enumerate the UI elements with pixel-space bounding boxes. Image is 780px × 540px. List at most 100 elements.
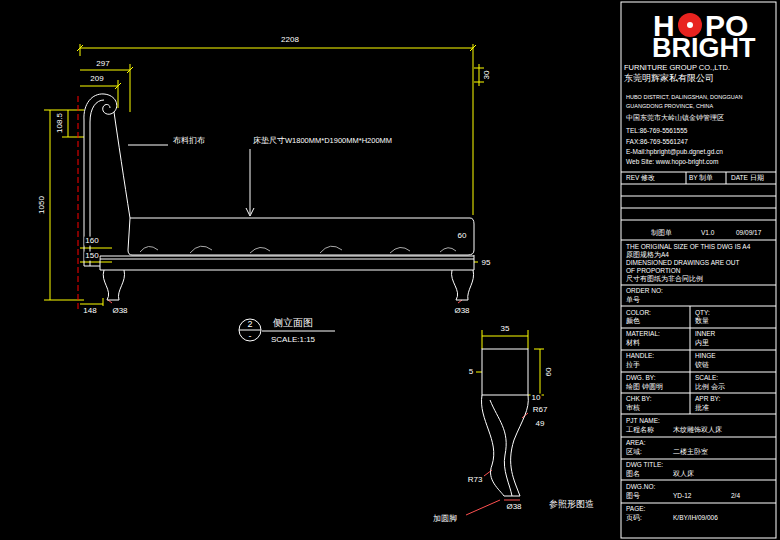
view-callout: 2- xyxy=(238,318,262,342)
title-block-text: V1.0 xyxy=(700,229,715,236)
dimension-text: 108.5 xyxy=(56,112,65,134)
title-block-border xyxy=(621,2,776,538)
title-block-text: 二楼主卧室 xyxy=(672,448,709,455)
title-block-text: GUANGDONG PROVINCE, CHINA xyxy=(625,103,714,109)
dimension-text: 10 xyxy=(531,394,542,403)
title-block-text: AREA: xyxy=(625,439,647,446)
title-block-text: 单号 xyxy=(625,296,641,303)
title-block-text: 材料 xyxy=(625,339,641,346)
title-block-text: REV 修改 xyxy=(625,174,656,181)
title-block-text: 木纹雕饰双人床 xyxy=(672,426,723,433)
title-block-text: DATE 日期 xyxy=(730,174,765,181)
title-block-text: 双人床 xyxy=(672,470,695,477)
callout-circle-outline xyxy=(239,319,261,341)
title-block-grid xyxy=(621,172,776,503)
dimension-text: 148 xyxy=(82,307,97,316)
title-block-text: OF PROPORTION xyxy=(625,267,681,274)
title-block-text: INNER xyxy=(694,330,716,337)
title-block-text: 原图规格为A4 xyxy=(625,251,670,258)
title-block-text: YD-12 xyxy=(672,492,692,499)
dimension-text: 5 xyxy=(468,368,474,377)
dimension-text: Ø38 xyxy=(453,307,470,316)
leg-detail xyxy=(482,395,529,496)
dimension-text: 60 xyxy=(457,232,468,241)
title-block-text: DIMENSIONED DRAWINGS ARE OUT xyxy=(625,259,741,266)
view-number: - xyxy=(238,330,262,342)
title-block-text: MATERIAL: xyxy=(625,330,661,337)
mattress-note: 床垫尺寸W1800MM*D1900MM*H200MM xyxy=(252,137,393,145)
dimension-text: Ø38 xyxy=(111,307,128,316)
dimension-text: 95 xyxy=(481,259,492,268)
title-block-text: 数量 xyxy=(694,317,710,324)
title-block-text: 图名 xyxy=(625,470,641,477)
leader-line xyxy=(128,145,335,331)
dimension-lines xyxy=(44,44,544,395)
dimension-line xyxy=(44,44,484,306)
title-block-text: HINGE xyxy=(694,352,717,359)
title-block-text: 内里 xyxy=(694,339,710,346)
title-block-text: QTY: xyxy=(694,309,711,316)
title-block-frame xyxy=(621,2,776,538)
title-block-text: CHK BY: xyxy=(625,395,653,402)
title-block-text: 中国东莞市大岭山镇金钟管理区 xyxy=(625,114,725,121)
dimension-text: 160 xyxy=(84,237,99,246)
bed-leg xyxy=(103,270,473,300)
dimension-text: Ø38 xyxy=(505,503,522,512)
title-block-text: BY 制单 xyxy=(688,174,714,181)
title-block-text: 区域: xyxy=(625,448,643,455)
dimension-text: 60 xyxy=(545,367,554,378)
title-block-text: TEL:86-769-5561555 xyxy=(625,127,688,134)
note-text: 参照形图造 xyxy=(548,500,595,510)
dimension-text: 1050 xyxy=(38,195,47,215)
company-name: FURNITURE GROUP CO.,LTD. xyxy=(623,64,731,72)
logo-dot-center xyxy=(687,22,693,28)
title-block-text: K/BY/IH/09/006 xyxy=(672,514,719,521)
dimension-text: 49 xyxy=(535,420,546,429)
title-block-text: 颜色 xyxy=(625,317,641,324)
title-block-text: HANDLE: xyxy=(625,352,655,359)
dimension-text: R67 xyxy=(532,406,549,415)
view-title: 侧立面图 xyxy=(272,317,314,328)
dimension-text: R73 xyxy=(467,476,484,485)
title-block-text: 09/09/17 xyxy=(735,229,762,236)
center-line xyxy=(78,96,79,310)
title-block-text: 铰链 xyxy=(694,361,710,368)
callout-divider xyxy=(239,330,261,331)
title-block-text: DWG.NO: xyxy=(625,483,656,490)
dimension-text: 209 xyxy=(89,75,104,84)
title-block-text: 绘图 钟圆明 xyxy=(625,383,664,390)
base-rail xyxy=(100,255,474,270)
title-block-text: 比例 会示 xyxy=(694,383,726,390)
title-block-text: APR BY: xyxy=(694,395,721,402)
title-block-text: FAX:86-769-5561247 xyxy=(625,138,689,145)
title-block-text: DWG TITLE: xyxy=(625,461,664,468)
material-note: 布料扪布 xyxy=(172,137,206,146)
title-block-text: SCALE: xyxy=(694,374,719,381)
title-block-text: 审核 xyxy=(625,404,641,411)
title-block-text: 2/4 xyxy=(730,492,741,499)
title-block-text: 尺寸有图纸为非合同比例 xyxy=(625,275,704,282)
leg-top-block xyxy=(482,349,528,395)
bed-outline xyxy=(84,94,528,496)
mattress xyxy=(128,218,474,255)
title-block-text: PAGE: xyxy=(625,505,646,512)
scale-text: SCALE:1:15 xyxy=(270,336,316,345)
title-block-text: Web Site: www.hopo-bright.com xyxy=(625,158,719,165)
logo-text: BRIGHT xyxy=(651,34,757,64)
title-block-text: 拉手 xyxy=(625,361,641,368)
note-text: 加圆脚 xyxy=(432,515,458,524)
mattress-folds xyxy=(140,246,456,253)
detail-dimension-line xyxy=(476,330,544,395)
title-block-text: 页码: xyxy=(625,514,643,521)
title-block-text: E-Mail:hpbright@pub.dgnet.gd.cn xyxy=(625,148,724,155)
title-block-text: THE ORIGINAL SIZE OF THIS DWG IS A4 xyxy=(625,243,751,250)
title-block-text: 工程名称 xyxy=(625,426,655,433)
title-block-text: PJT NAME: xyxy=(625,417,661,424)
dimension-text: 2208 xyxy=(280,36,300,45)
dimension-text: 297 xyxy=(95,60,110,69)
title-block-text: DWG. BY: xyxy=(625,374,657,381)
title-block-text: COLOR: xyxy=(625,309,652,316)
dimension-text: 35 xyxy=(500,325,511,334)
headboard xyxy=(84,94,130,266)
leader-lines xyxy=(108,300,528,515)
